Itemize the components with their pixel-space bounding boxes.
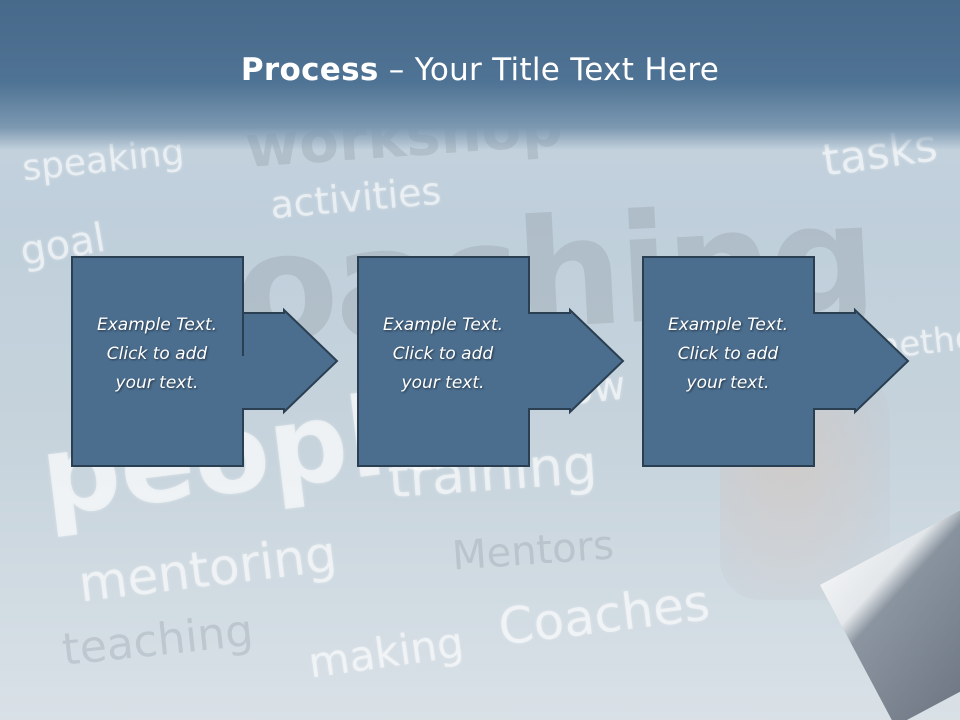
step-text-line: Example Text. [382,315,504,335]
step-arrow-shape [642,256,910,467]
step-text: Example Text. Click to add your text. [642,311,814,398]
process-step-1[interactable]: Example Text. Click to add your text. [71,256,411,468]
bg-word-mentors: Mentors [450,522,616,580]
title-bold: Process [240,52,379,88]
step-text-line: Example Text. [667,315,789,335]
bg-word-making: making [305,617,467,688]
step-text-line: Click to add [106,344,208,364]
step-text-line: your text. [115,373,199,393]
bg-word-teaching: teaching [59,605,256,676]
header-band [0,0,960,150]
step-text-line: your text. [686,373,770,393]
process-step-3[interactable]: Example Text. Click to add your text. [642,256,960,468]
process-step-2[interactable]: Example Text. Click to add your text. [357,256,697,468]
bg-word-coaches: Coaches [495,573,713,657]
step-text-line: Click to add [392,344,494,364]
bg-word-mentoring: mentoring [75,524,340,614]
slide-title[interactable]: Process – Your Title Text Here [0,52,960,88]
step-text: Example Text. Click to add your text. [71,311,243,398]
step-text: Example Text. Click to add your text. [357,311,529,398]
step-text-line: Example Text. [96,315,218,335]
step-text-line: Click to add [677,344,779,364]
step-arrow-shape [357,256,625,467]
step-arrow-shape [71,256,339,467]
step-text-line: your text. [401,373,485,393]
title-rest: – Your Title Text Here [378,52,720,88]
